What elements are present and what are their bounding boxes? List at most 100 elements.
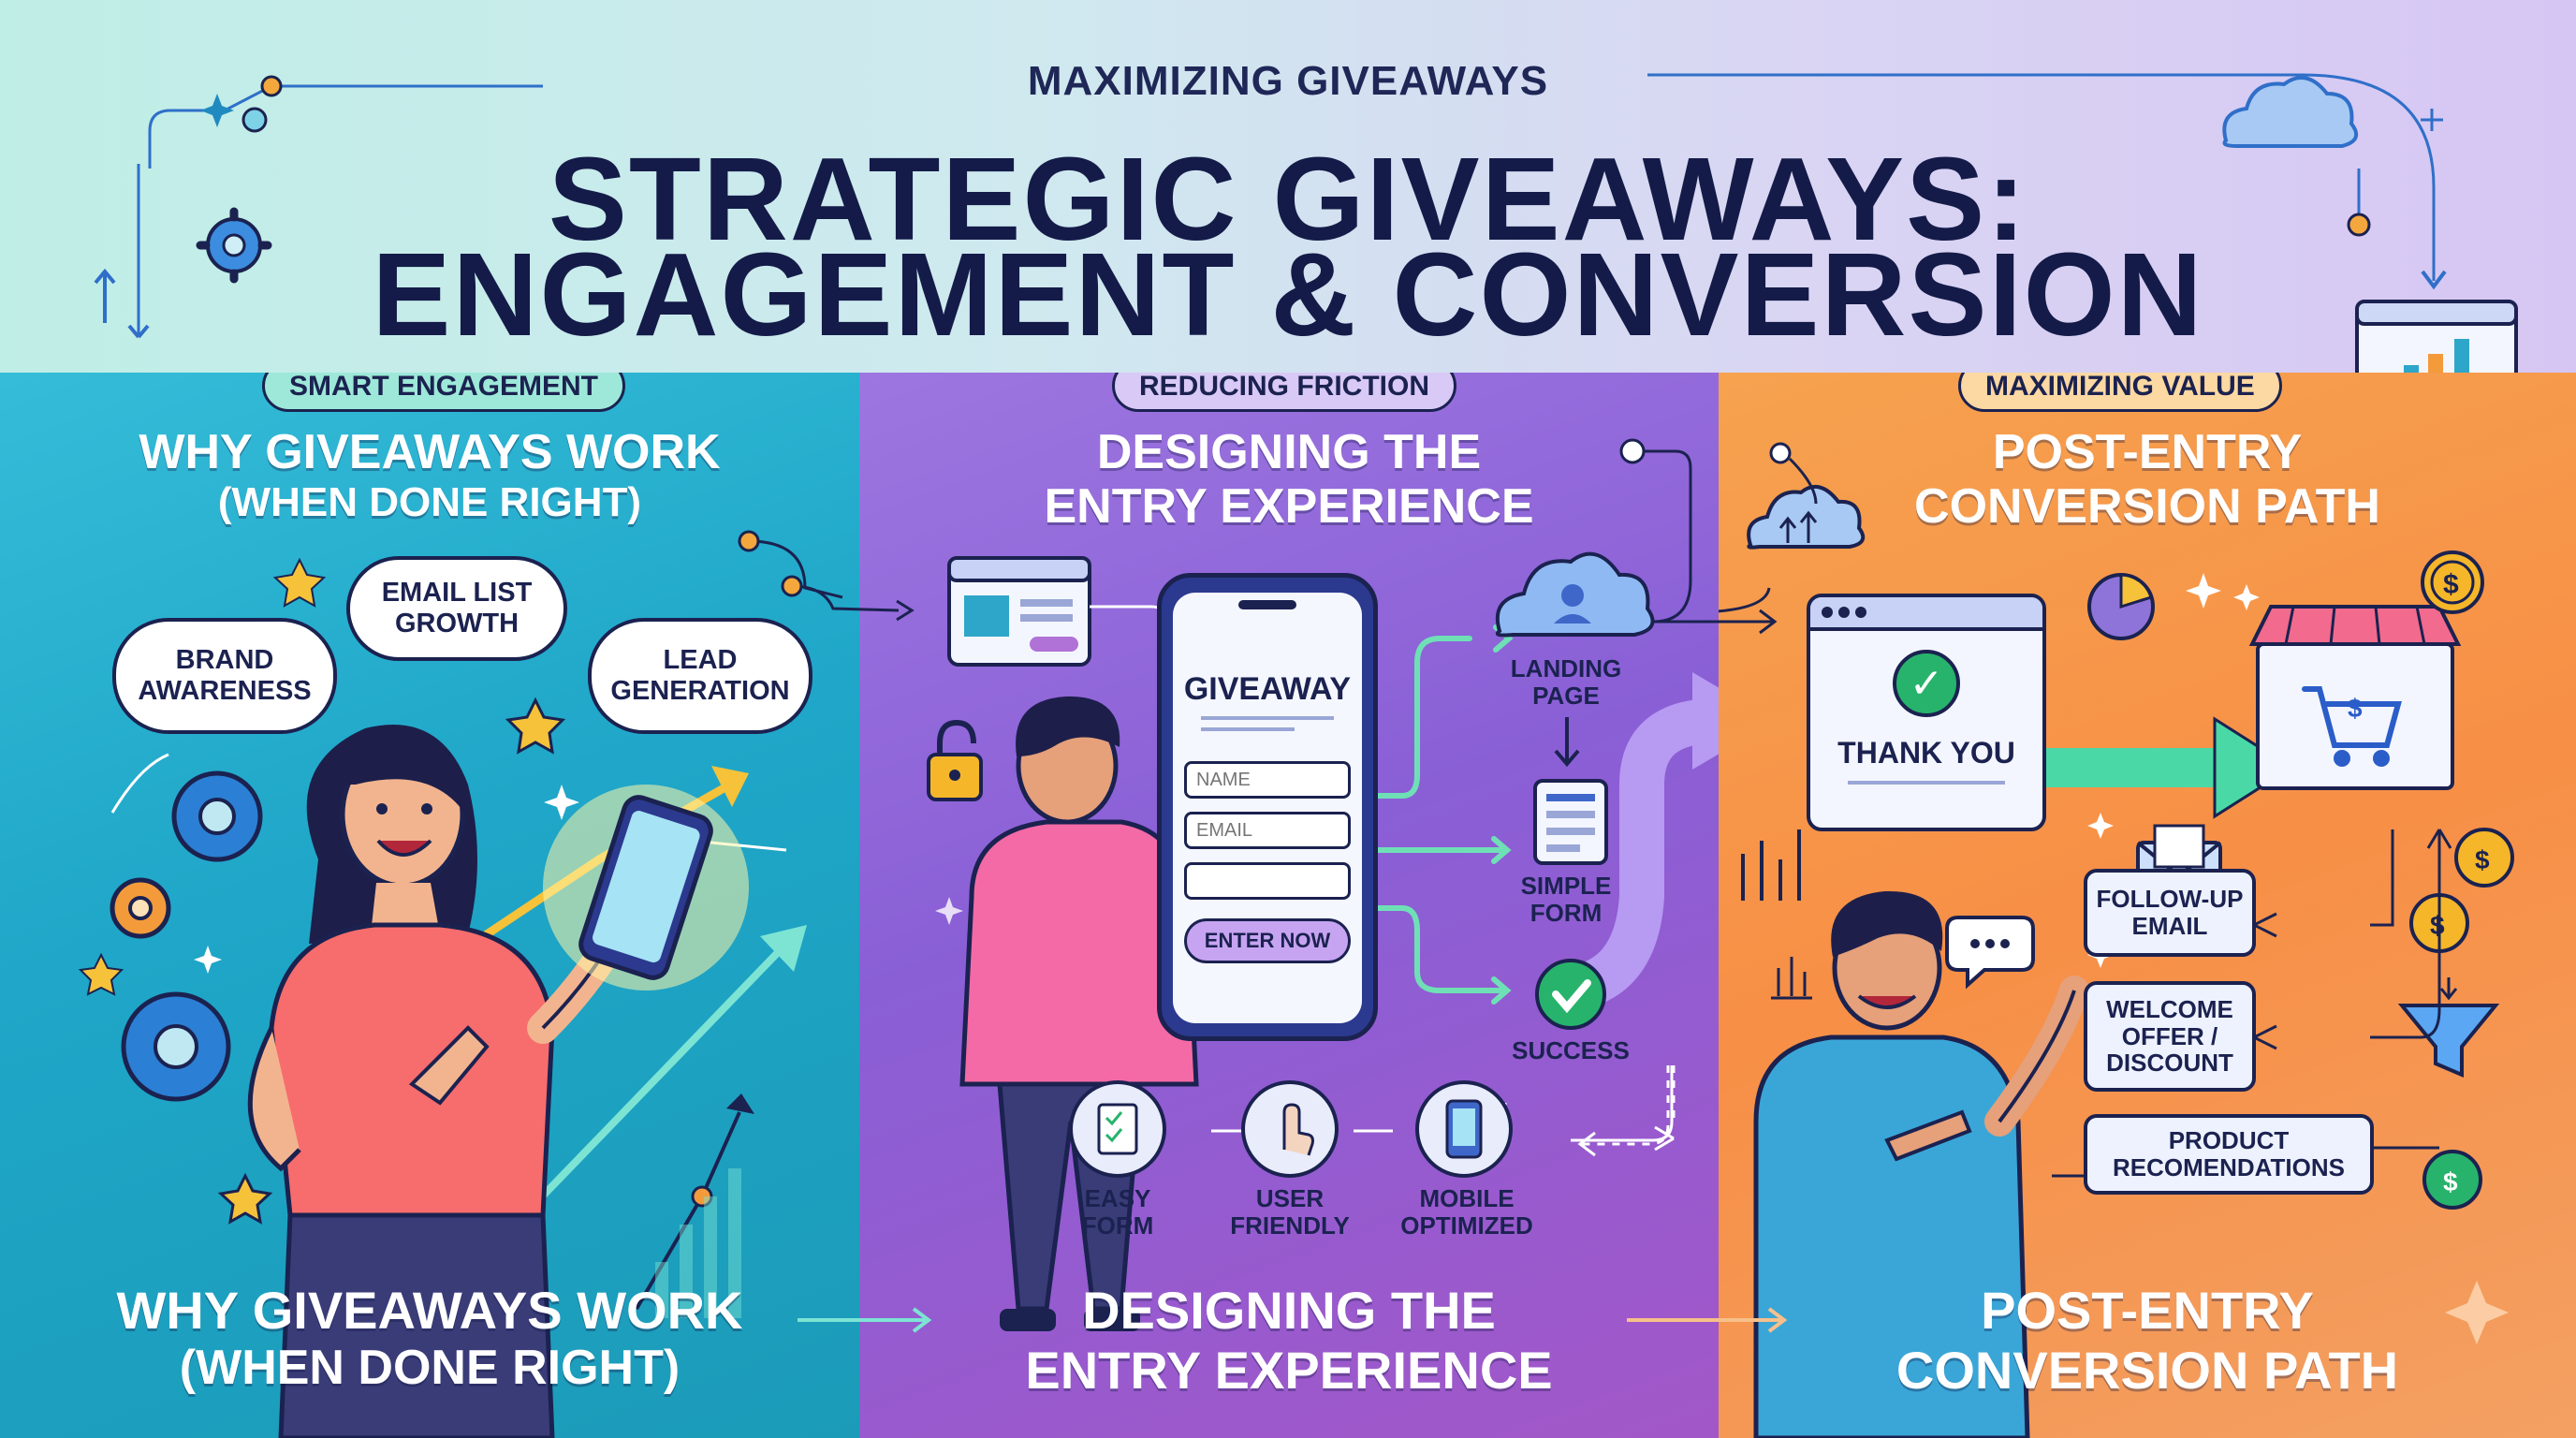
flow-label-landing-page: LANDING PAGE: [1510, 654, 1622, 710]
panel3-footer: POST-ENTRY CONVERSION PATH: [1719, 1281, 2576, 1401]
man-character: [959, 696, 1266, 1331]
svg-text:$: $: [2430, 911, 2445, 940]
chat-icon: [1945, 916, 2035, 990]
gear-icon: [196, 207, 272, 284]
panel-entry-experience: REDUCING FRICTION DESIGNING THE ENTRY EX…: [859, 373, 1719, 1438]
sparkle-icon: [2421, 109, 2443, 131]
feature-easy-form-icon: [1069, 1080, 1166, 1178]
arrow-up-down-icon: [94, 268, 150, 339]
cloud-icon: [1495, 551, 1655, 638]
step-product-recommendations: PRODUCT RECOMENDATIONS: [2084, 1114, 2374, 1195]
panel1-footer-line1: WHY GIVEAWAYS WORK: [116, 1281, 743, 1340]
panel1-heading-line1: WHY GIVEAWAYS WORK: [139, 425, 721, 479]
header-connector-right: [1647, 73, 2436, 281]
feature-user-friendly-icon: [1241, 1080, 1339, 1178]
main-title-line2: ENGAGEMENT & CONVERSION: [372, 228, 2204, 360]
phone-mockup: GIVEAWAY ENTER NOW: [1157, 573, 1378, 1041]
window-dot: [1822, 607, 1833, 618]
connector-node: [260, 75, 283, 97]
giveaway-title: GIVEAWAY: [1183, 671, 1352, 707]
browser-window-icon: [947, 556, 1091, 667]
header-kicker: MAXIMIZING GIVEAWAYS: [1027, 58, 1549, 104]
feature-mobile-optimized-icon: [1415, 1080, 1513, 1178]
bar-chart-icon: [1741, 829, 1801, 901]
panel2-footer-line1: DESIGNING THE: [1082, 1281, 1496, 1340]
header-decor-left: [94, 73, 2518, 425]
panel-conversion-path: MAXIMIZING VALUE POST-ENTRY CONVERSION P…: [1719, 373, 2576, 1438]
main-title-line1: STRATEGIC GIVEAWAYS:: [548, 133, 2028, 265]
gear-icon: [121, 991, 231, 1102]
cart-icon: [2302, 686, 2402, 767]
lock-icon: [927, 719, 983, 801]
cloud-icon: [1747, 484, 1866, 550]
phone-icon: [578, 795, 713, 980]
step-follow-up-email: FOLLOW-UP EMAIL: [2084, 869, 2256, 957]
arrow-icon: [110, 753, 169, 814]
panel1-heading-line2: (WHEN DONE RIGHT): [217, 479, 642, 526]
connector-node: [738, 530, 760, 552]
title-underline: [1201, 727, 1295, 731]
svg-text:$: $: [2443, 569, 2459, 600]
panel2-heading-line1: DESIGNING THE: [1096, 425, 1482, 479]
checkmark-icon: [1535, 959, 1606, 1030]
svg-text:$: $: [2475, 845, 2490, 874]
sparkle-icon: [194, 946, 222, 974]
panel2-heading-line2: ENTRY EXPERIENCE: [1044, 479, 1534, 535]
name-field[interactable]: [1184, 761, 1351, 799]
cart-dollar-icon: $: [2348, 694, 2363, 723]
feature-label-easy-form: EASY FORM: [1081, 1184, 1154, 1240]
funnel-icon: [2397, 1004, 2500, 1078]
pie-chart-icon: [2087, 573, 2155, 640]
sparkle-icon: [2186, 573, 2221, 609]
feature-label-mobile-optimized: MOBILE OPTIMIZED: [1400, 1184, 1533, 1240]
sparkle-icon: [200, 94, 234, 127]
extra-field[interactable]: [1184, 862, 1351, 900]
connector-node: [2347, 213, 2371, 237]
flow-label-simple-form: SIMPLE FORM: [1520, 872, 1612, 927]
panel1-footer-line2: (WHEN DONE RIGHT): [179, 1341, 681, 1396]
sparkle-icon: [2445, 1281, 2509, 1344]
star-icon: [505, 697, 566, 755]
email-field[interactable]: [1184, 812, 1351, 849]
panel2-heading: DESIGNING THE ENTRY EXPERIENCE: [859, 425, 1719, 534]
thank-you-window: ✓ THANK YOU: [1807, 594, 2046, 831]
panel3-illustration: $ $ $ $ $: [1719, 442, 2514, 1438]
storefront-icon: [2248, 605, 2462, 790]
sparkle-icon: [544, 785, 579, 820]
thank-you-text: THANK YOU: [1837, 736, 2015, 770]
gear-icon: [110, 877, 171, 939]
phone-notch: [1238, 600, 1296, 609]
panel3-footer-line1: POST-ENTRY: [1981, 1281, 2314, 1340]
panel3-heading-line1: POST-ENTRY: [1992, 425, 2303, 479]
sparkle-icon: [935, 897, 963, 925]
star-icon: [217, 1172, 273, 1225]
panel1-footer: WHY GIVEAWAYS WORK (WHEN DONE RIGHT): [0, 1281, 859, 1397]
gear-icon: [171, 770, 263, 862]
panel1-illustration: [78, 530, 843, 1438]
flow-label-success: SUCCESS: [1512, 1036, 1630, 1064]
tag-smart-engagement: SMART ENGAGEMENT: [262, 373, 625, 412]
tag-maximizing-value: MAXIMIZING VALUE: [1958, 373, 2282, 412]
bubble-lead-generation: LEAD GENERATION: [588, 618, 812, 734]
cloud-icon: [2222, 75, 2359, 148]
panel3-heading-line2: CONVERSION PATH: [1914, 479, 2380, 535]
man-character: [1753, 890, 2089, 1438]
header-connector-left: [137, 84, 543, 337]
phone-screen: GIVEAWAY ENTER NOW: [1173, 593, 1362, 1023]
star-icon: [78, 952, 124, 996]
checkmark-icon: ✓: [1893, 650, 1960, 717]
coin-icon: [2421, 550, 2484, 614]
enter-now-button[interactable]: ENTER NOW: [1184, 918, 1351, 963]
panel2-illustration: [927, 551, 1719, 1331]
step-welcome-offer: WELCOME OFFER / DISCOUNT: [2084, 981, 2256, 1092]
feature-label-user-friendly: USER FRIENDLY: [1230, 1184, 1350, 1240]
panel-why-giveaways: SMART ENGAGEMENT WHY GIVEAWAYS WORK (WHE…: [0, 373, 859, 1438]
bubble-brand-awareness: BRAND AWARENESS: [112, 618, 337, 734]
coin-icon: [2454, 828, 2514, 888]
window-dot: [1855, 607, 1866, 618]
text-line: [1848, 781, 2005, 785]
panel3-heading: POST-ENTRY CONVERSION PATH: [1719, 425, 2576, 534]
sparkle-icon: [2087, 813, 2114, 839]
growth-arrow: [520, 940, 790, 1219]
title-underline: [1201, 716, 1334, 720]
